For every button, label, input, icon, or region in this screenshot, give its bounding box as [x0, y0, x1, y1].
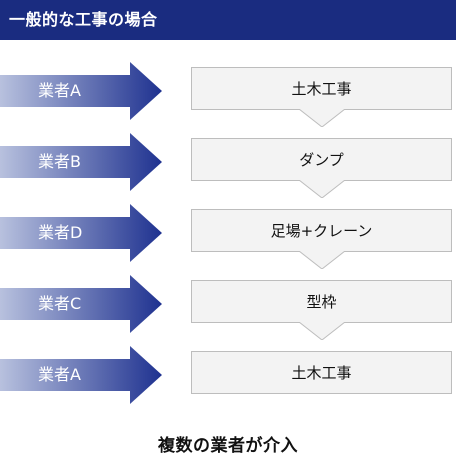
vendor-arrow: [0, 204, 162, 262]
page-title: 一般的な工事の場合: [9, 10, 158, 29]
header-bar: 一般的な工事の場合: [0, 0, 456, 40]
vendor-arrow: [0, 133, 162, 191]
vendor-label: 業者C: [38, 294, 82, 313]
task-box: 足場+クレーン: [191, 209, 452, 252]
down-pointer-icon: [299, 251, 345, 269]
flow-row: 業者C 型枠: [0, 275, 456, 340]
down-pointer-icon: [299, 322, 345, 340]
flow-row: 業者A 土木工事: [0, 346, 456, 404]
down-pointer-icon: [299, 180, 345, 198]
task-box: 型枠: [191, 280, 452, 323]
summary-caption: 複数の業者が介入: [158, 436, 298, 456]
flow-row: 業者D 足場+クレーン: [0, 204, 456, 269]
vendor-label: 業者A: [38, 81, 81, 100]
vendor-arrow: [0, 346, 162, 404]
task-box: ダンプ: [191, 138, 452, 181]
task-label: 土木工事: [291, 364, 352, 382]
flow-row: 業者A 土木工事: [0, 62, 456, 127]
vendor-label: 業者A: [38, 365, 81, 384]
task-label: 土木工事: [291, 80, 352, 98]
flow-row: 業者B ダンプ: [0, 133, 456, 198]
task-box: 土木工事: [191, 67, 452, 110]
vendor-arrow: [0, 275, 162, 333]
task-label: ダンプ: [299, 151, 344, 169]
vendor-label: 業者D: [38, 223, 83, 242]
task-box: 土木工事: [191, 351, 452, 394]
task-label: 足場+クレーン: [270, 222, 373, 240]
vendor-arrow: [0, 62, 162, 120]
task-label: 型枠: [306, 293, 337, 311]
down-pointer-icon: [299, 109, 345, 127]
vendor-label: 業者B: [38, 152, 81, 171]
